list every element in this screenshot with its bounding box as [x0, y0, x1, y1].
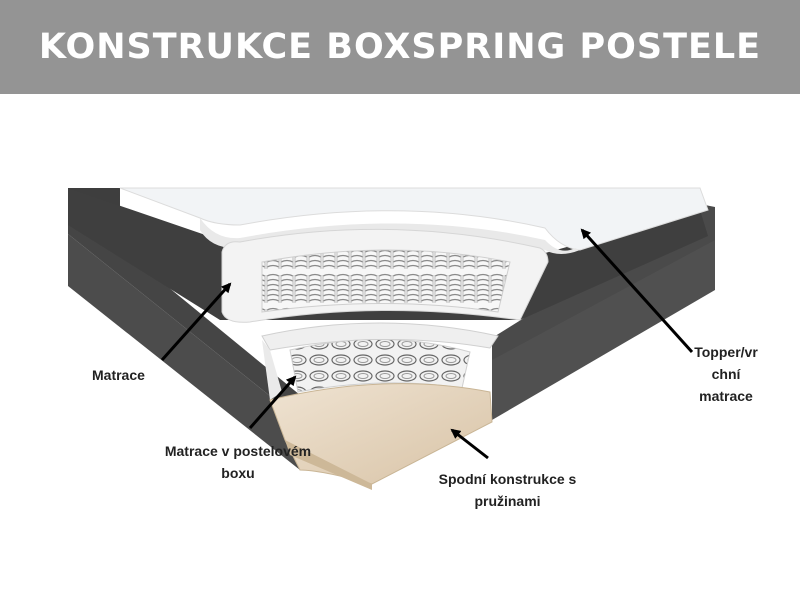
bed-illustration — [68, 187, 715, 490]
box-left-side-lower — [68, 234, 300, 470]
topper-surface — [119, 187, 709, 251]
box-springs — [289, 339, 471, 393]
label-base: Spodní konstrukce s pružinami — [438, 471, 577, 509]
wooden-base — [269, 383, 493, 485]
wooden-base-edge — [285, 440, 372, 490]
title-bar: KONSTRUKCE BOXSPRING POSTELE — [0, 0, 800, 94]
arrow-box-mattress — [248, 375, 297, 429]
box-mattress-left — [262, 340, 282, 400]
arrow-matrace — [160, 282, 232, 362]
arrow-base — [450, 428, 489, 460]
bed-diagram — [0, 94, 800, 600]
label-matrace: Matrace — [92, 367, 145, 383]
page-title: KONSTRUKCE BOXSPRING POSTELE — [38, 27, 762, 67]
box-right-side-lower — [492, 240, 715, 420]
label-topper: Topper/vr chní matrace — [694, 344, 758, 404]
pocket-springs — [261, 249, 511, 313]
arrow-topper — [580, 228, 694, 354]
label-box-mattress: Matrace v postelovém boxu — [164, 443, 312, 481]
